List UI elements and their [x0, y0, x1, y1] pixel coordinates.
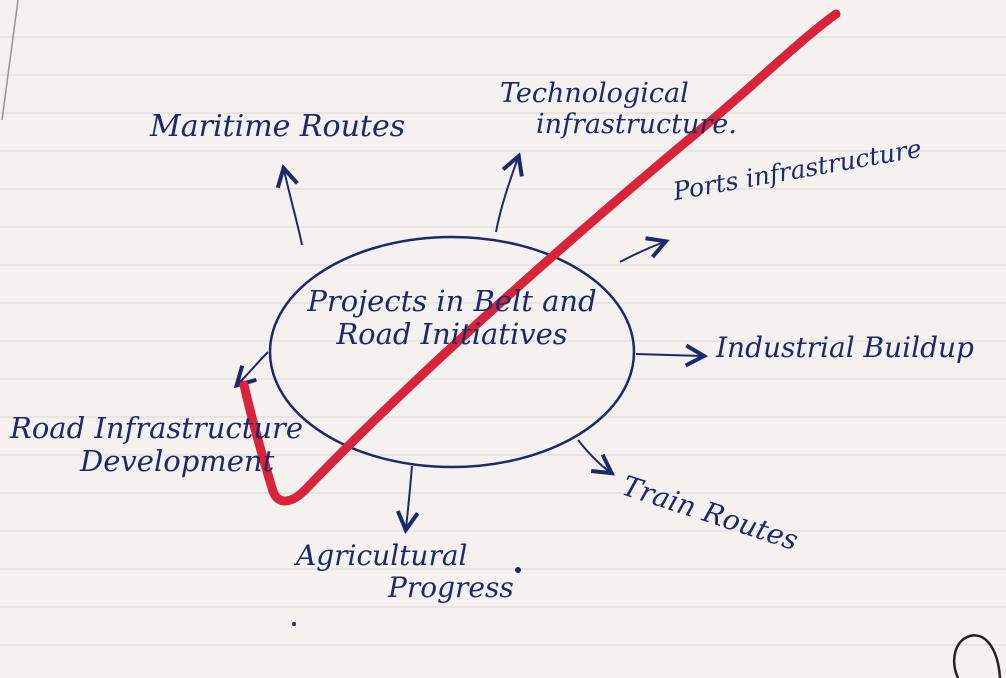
branch-agricultural-line-1: Agricultural — [296, 539, 468, 572]
branch-industrial-label: Industrial Buildup — [716, 331, 974, 364]
margin-line — [1, 0, 19, 121]
margin-circle-fragment — [953, 634, 1002, 678]
center-node-ellipse — [268, 235, 636, 469]
check-mark-icon — [239, 9, 841, 506]
branch-industrial-line-1: Industrial Buildup — [716, 331, 974, 364]
branch-technological-label: Technological infrastructure. — [500, 78, 737, 140]
branch-road-label: Road Infrastructure Development — [10, 411, 304, 479]
branch-road-line-1: Road Infrastructure — [10, 411, 304, 445]
center-label-line-2: Road Initiatives — [336, 317, 568, 352]
branch-agricultural-line-2: Progress — [388, 571, 514, 605]
branch-agricultural-label: Agricultural Progress — [296, 539, 514, 605]
connector-agricultural — [406, 465, 412, 528]
connector-industrial — [635, 354, 702, 356]
ink-dot — [292, 622, 296, 626]
branch-technological-line-1: Technological — [500, 78, 689, 109]
branch-road-line-2: Development — [80, 444, 275, 479]
branch-maritime-label: Maritime Routes — [150, 109, 406, 145]
branch-maritime-line-1: Maritime Routes — [150, 109, 406, 144]
connector-technological — [495, 158, 518, 233]
connector-train — [577, 439, 610, 472]
connector-maritime — [284, 170, 303, 246]
connector-ports — [619, 242, 664, 263]
branch-technological-line-2: infrastructure. — [536, 109, 737, 141]
center-node-label: Projects in Belt and Road Initiatives — [282, 284, 622, 352]
ink-dot — [515, 567, 521, 573]
connector-road — [238, 351, 269, 384]
center-label-line-1: Projects in Belt and — [307, 284, 597, 318]
